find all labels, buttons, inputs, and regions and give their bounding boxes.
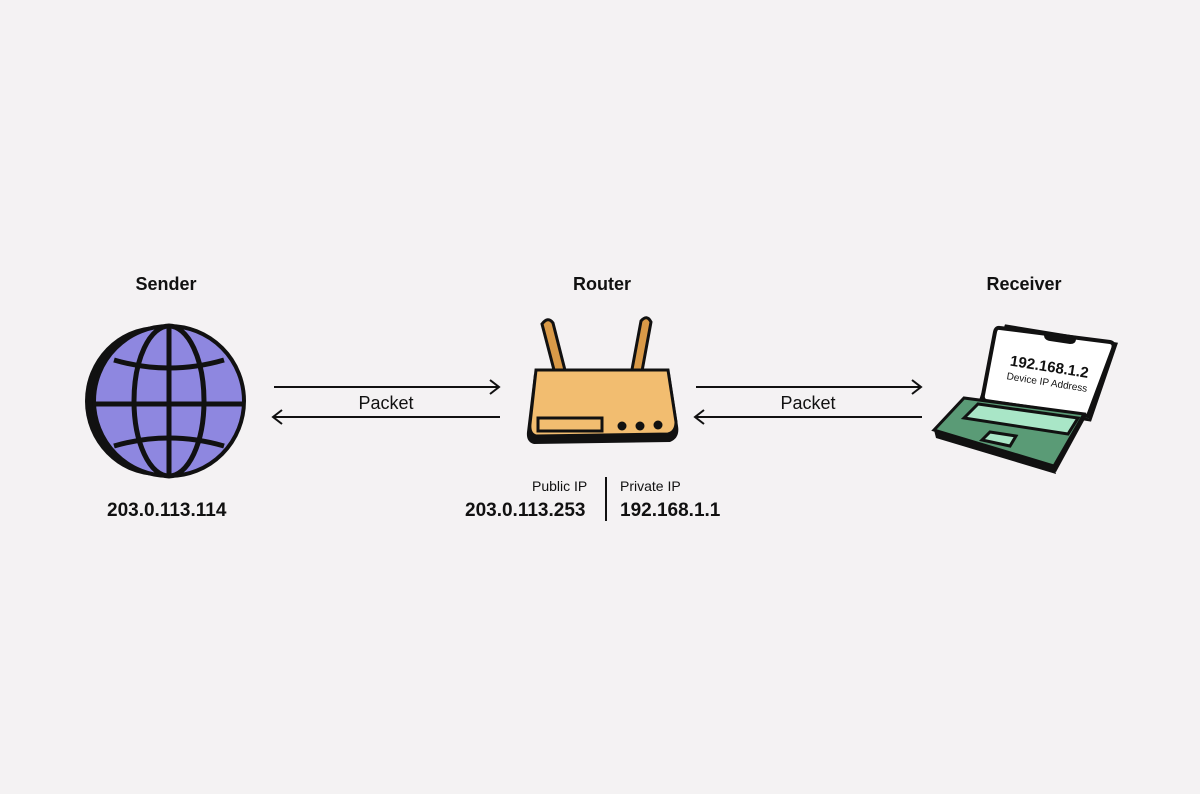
receiver-title: Receiver — [986, 274, 1062, 294]
router-icon — [526, 316, 679, 444]
sender-ip: 203.0.113.114 — [107, 500, 227, 521]
globe-icon — [85, 323, 246, 479]
packet-label-right: Packet — [780, 393, 836, 413]
packet-arrow-outbound — [274, 379, 501, 395]
router-title: Router — [573, 274, 631, 294]
laptop-icon: 192.168.1.2 Device IP Address — [931, 324, 1118, 474]
packet-arrow-to-receiver — [696, 379, 923, 395]
private-ip-label: Private IP — [620, 478, 681, 494]
packet-arrow-inbound — [271, 409, 500, 425]
sender-title: Sender — [135, 274, 197, 294]
ip-divider — [605, 477, 607, 521]
public-ip-label: Public IP — [532, 478, 588, 494]
private-ip-value: 192.168.1.1 — [620, 500, 721, 521]
packet-arrow-to-router — [693, 409, 922, 425]
public-ip-value: 203.0.113.253 — [465, 500, 586, 521]
packet-label-left: Packet — [358, 393, 414, 413]
